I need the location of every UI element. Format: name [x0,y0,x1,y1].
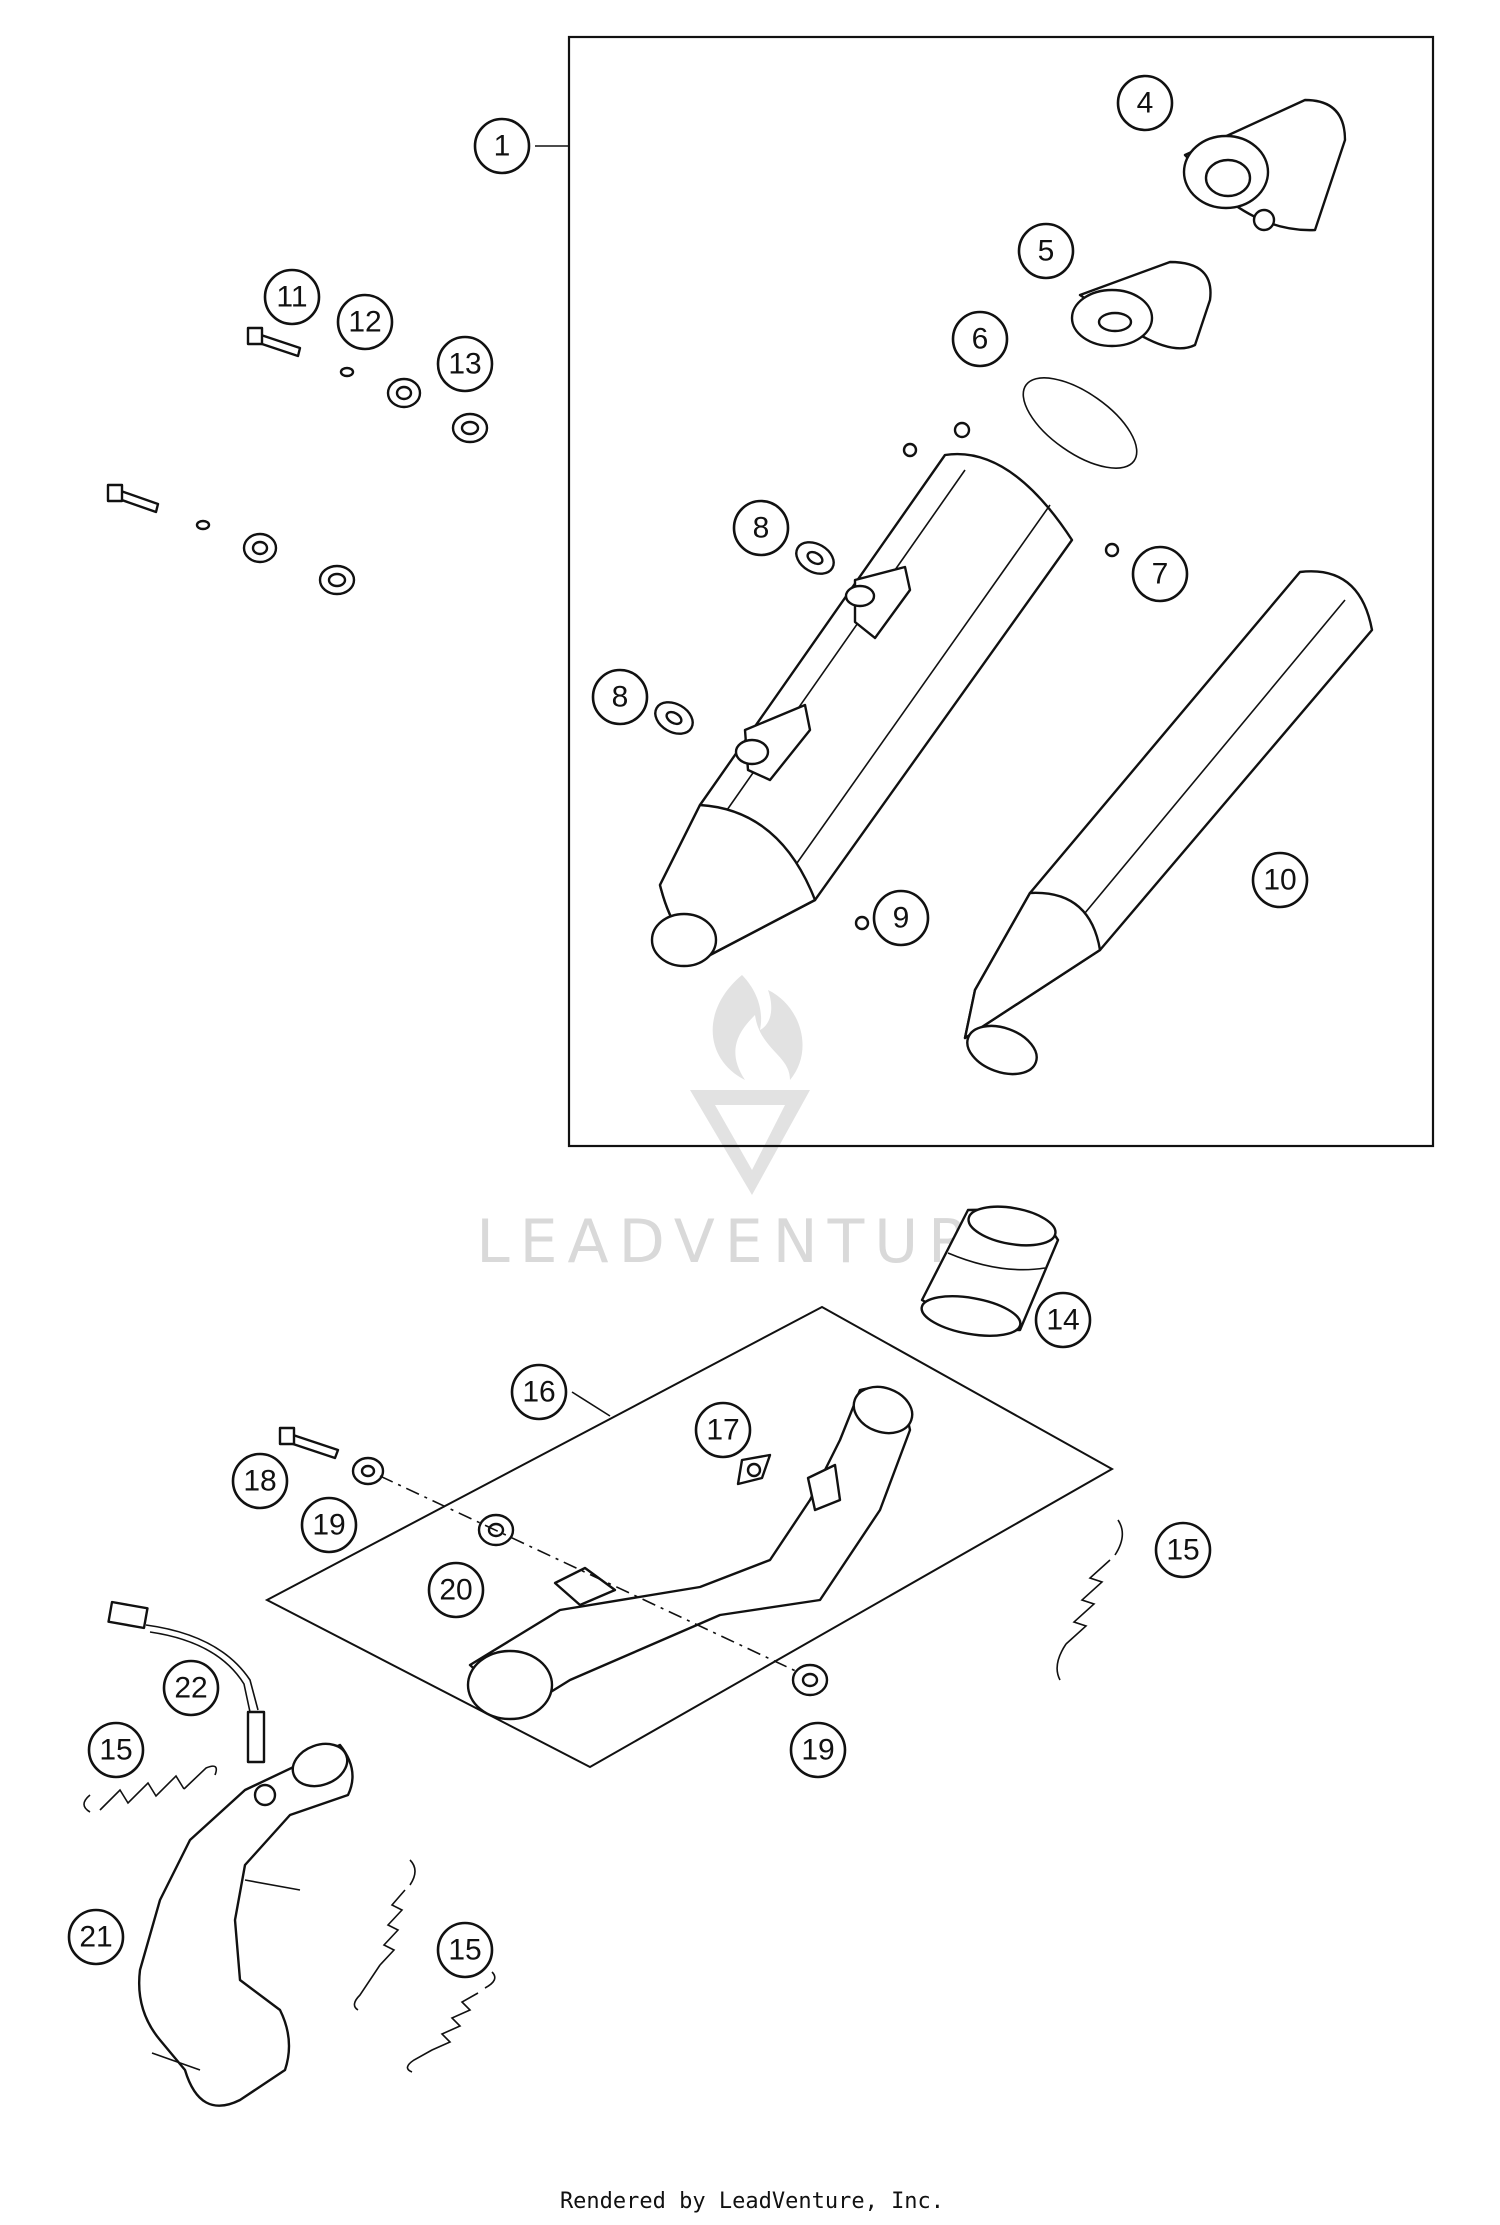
flame-logo [712,975,803,1080]
svg-text:16: 16 [522,1376,555,1409]
callout-20: 20 [427,1561,485,1619]
callout-8-lower: 8 [591,668,649,726]
svg-text:22: 22 [174,1672,207,1705]
callout-10: 10 [1251,851,1309,909]
svg-text:15: 15 [448,1934,481,1967]
svg-text:15: 15 [99,1734,132,1767]
svg-text:4: 4 [1137,87,1154,120]
sensor-cable-part [107,1600,266,1764]
callout-19-right: 19 [789,1721,847,1779]
callout-5: 5 [1017,222,1075,280]
svg-text:21: 21 [79,1921,112,1954]
callout-18: 18 [231,1452,289,1510]
callout-15-left: 15 [87,1721,145,1779]
callout-7: 7 [1131,545,1189,603]
svg-text:13: 13 [448,348,481,381]
callout-6: 6 [951,310,1009,368]
muffler-sleeve-part [963,570,1374,1076]
svg-text:19: 19 [801,1734,834,1767]
svg-text:18: 18 [243,1465,276,1498]
svg-text:1: 1 [494,130,511,163]
header-pipe-box [264,1305,1115,1769]
callout-12: 12 [336,293,394,351]
callout-11: 11 [263,268,321,326]
header-pipe-part [466,1385,914,1721]
leadventure-watermark: LEADVENTURE [476,975,1028,1277]
callout-21: 21 [67,1908,125,1966]
callout-16: 16 [510,1363,568,1421]
callout-22: 22 [162,1659,220,1717]
svg-text:19: 19 [312,1509,345,1542]
grommet-part-upper [795,541,835,575]
callout-13: 13 [436,335,494,393]
hardware-set-lower [106,483,356,596]
callout-14: 14 [1034,1291,1092,1349]
svg-text:5: 5 [1038,235,1055,268]
muffler-assembly-box [567,35,1435,1148]
inner-cap-part [1070,260,1212,350]
svg-text:14: 14 [1046,1304,1079,1337]
svg-text:11: 11 [276,281,307,314]
callout-19-left: 19 [300,1496,358,1554]
muffler-body-part [650,452,1074,968]
hardware-set-upper [246,326,489,444]
footer-credit: Rendered by LeadVenture, Inc. [560,2189,944,2214]
callout-15-right: 15 [1154,1521,1212,1579]
v-logo [690,1090,810,1195]
svg-text:9: 9 [893,902,910,935]
svg-text:17: 17 [706,1414,739,1447]
clip-part [736,1453,772,1486]
watermark-text: LEADVENTURE [476,1207,1028,1277]
front-pipe-part [138,1742,354,2107]
spring-part-center-lower [406,1971,496,2073]
callout-9: 9 [872,889,930,947]
spring-part-left [83,1765,218,1813]
svg-text:8: 8 [612,681,629,714]
grommet-part-lower [654,701,694,735]
svg-text:15: 15 [1166,1534,1199,1567]
mount-hardware [278,1426,829,1697]
spring-part-right [1056,1519,1124,1681]
svg-text:7: 7 [1152,558,1169,591]
end-cap-part [1182,98,1347,232]
callout-4: 4 [1116,74,1174,132]
callout-8-upper: 8 [732,499,790,557]
screws-top [854,421,1120,931]
svg-text:8: 8 [753,512,770,545]
svg-text:12: 12 [348,306,381,339]
callout-16-leader [571,1391,611,1417]
callout-15-center: 15 [436,1921,494,1979]
callout-17: 17 [694,1401,752,1459]
connector-sleeve-part [920,1205,1060,1337]
callout-1: 1 [473,117,531,175]
svg-text:10: 10 [1263,864,1296,897]
svg-text:20: 20 [439,1574,472,1607]
svg-text:6: 6 [972,323,989,356]
gasket-part [1022,377,1138,469]
spring-part-center-upper [353,1859,416,2011]
